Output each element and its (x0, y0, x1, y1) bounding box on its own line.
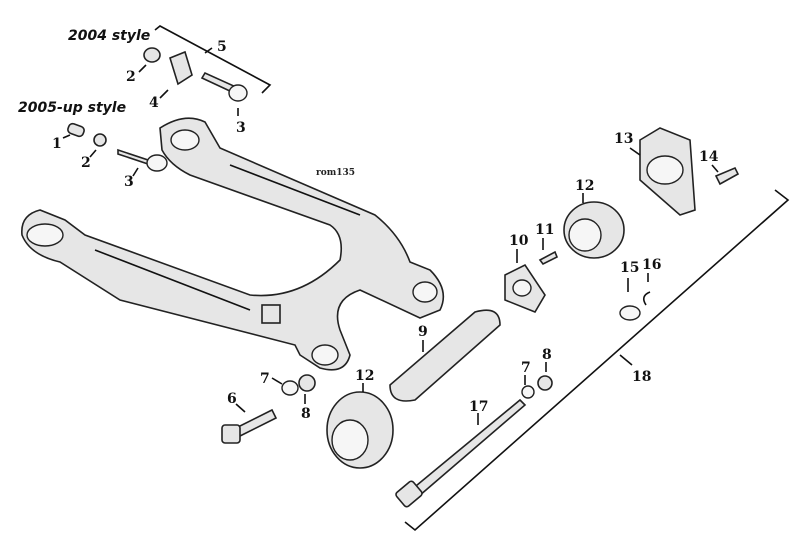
part-14-screw (714, 166, 740, 186)
part-11-screw (538, 250, 559, 266)
part-9-spacer (389, 309, 501, 402)
bracket-18-kit (404, 189, 790, 532)
bracket-2004-style (154, 25, 272, 94)
callout-13: 13 (614, 131, 633, 147)
part-8-bearing-left (298, 374, 316, 392)
diagram-code: rom135 (316, 168, 355, 178)
part-3-eye-2005 (146, 154, 168, 172)
callout-14: 14 (699, 149, 719, 165)
leader-lines (62, 64, 719, 425)
callout-10: 10 (509, 233, 529, 249)
callout-4: 4 (149, 95, 159, 111)
part-12-bore (568, 218, 602, 252)
callout-17: 17 (469, 399, 488, 415)
part-7-ring-right (521, 385, 535, 399)
callout-12: 12 (355, 368, 374, 384)
style-2004-label: 2004 style (68, 28, 150, 44)
callout-6: 6 (227, 391, 237, 407)
part-7-ring-left (281, 380, 299, 396)
style-2005-label: 2005-up style (18, 100, 126, 116)
part-10-hole (512, 279, 532, 297)
part-2-nut-2004 (143, 47, 161, 63)
callout-3: 3 (124, 174, 134, 190)
part-17-bolt-head (395, 480, 423, 508)
part-15-washer (619, 305, 641, 321)
callout-5: 5 (217, 39, 227, 55)
part-1-pin (67, 122, 85, 138)
callout-12: 12 (575, 178, 594, 194)
leader-18 (619, 354, 633, 366)
part-13-hole (646, 155, 684, 185)
swingarm (21, 117, 445, 371)
callout-7: 7 (521, 360, 531, 376)
part-6-bolt-head (221, 424, 241, 444)
part-2-nut-2005 (93, 133, 107, 147)
callout-2: 2 (126, 69, 136, 85)
part-4-block (169, 50, 193, 86)
callout-15: 15 (620, 260, 639, 276)
callout-9: 9 (418, 324, 428, 340)
callout-16: 16 (642, 257, 661, 273)
part-3-bolt-2005 (117, 148, 149, 166)
leader-5 (204, 47, 213, 54)
part-8-bearing-right (537, 375, 553, 391)
part-12-bore-left (331, 419, 369, 461)
part-3-eye-2004 (228, 84, 248, 102)
part-16-clip (642, 291, 651, 306)
callout-11: 11 (535, 222, 554, 238)
callout-8: 8 (301, 406, 311, 422)
callout-18: 18 (632, 369, 651, 385)
callout-3: 3 (236, 120, 246, 136)
callout-8: 8 (542, 347, 552, 363)
callout-7: 7 (260, 371, 270, 387)
callout-2: 2 (81, 155, 91, 171)
callout-1: 1 (52, 136, 62, 152)
